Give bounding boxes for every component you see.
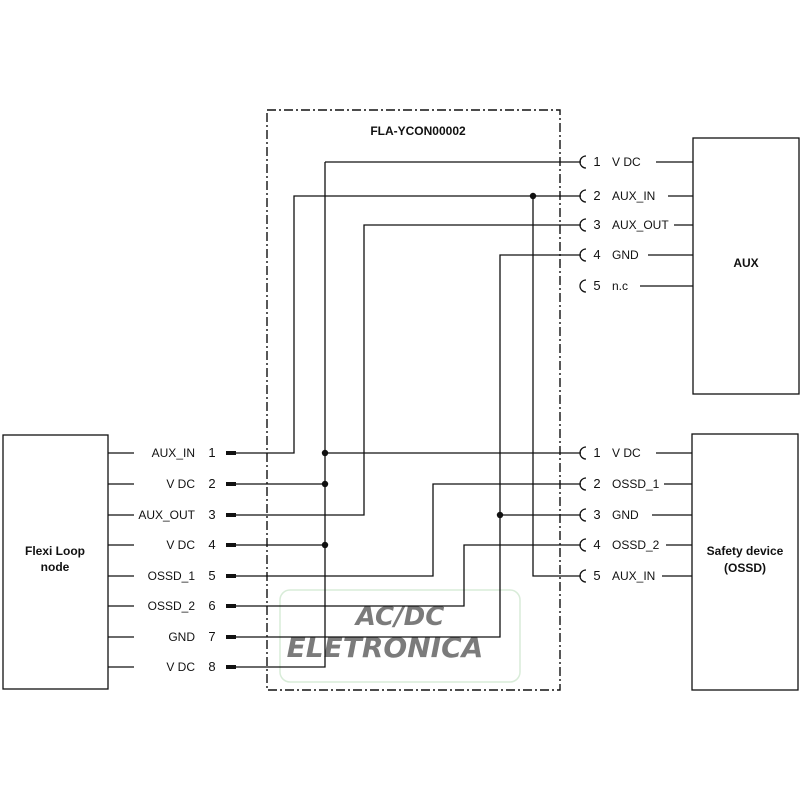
safety-pin-label: V DC xyxy=(612,446,641,460)
safety-connector: 1 2 3 4 5 V DC OSSD_1 GND OSSD_2 AUX_IN xyxy=(579,445,692,583)
flexi-pin-label: V DC xyxy=(166,660,195,674)
safety-pin-number: 4 xyxy=(593,537,600,552)
safety-pin-number: 2 xyxy=(593,476,600,491)
safety-pin-number: 3 xyxy=(593,507,600,522)
safety-pin-label: OSSD_1 xyxy=(612,477,660,491)
flexi-loop-label-1: Flexi Loop xyxy=(25,544,85,558)
safety-pin-label: GND xyxy=(612,508,639,522)
flexi-pin-number: 7 xyxy=(208,629,215,644)
aux-pin-label: GND xyxy=(612,248,639,262)
junction-dot xyxy=(321,541,329,549)
flexi-pin-number: 4 xyxy=(208,537,215,552)
flexi-plug xyxy=(226,482,236,486)
adapter-title: FLA-YCON00002 xyxy=(370,124,466,138)
junction-dot xyxy=(321,449,329,457)
wire-aux-in xyxy=(236,195,581,454)
wire-aux-out xyxy=(236,224,581,516)
flexi-pin-number: 3 xyxy=(208,507,215,522)
flexi-plug xyxy=(226,635,236,639)
flexi-plug xyxy=(226,513,236,517)
wire-ossd-2 xyxy=(236,544,581,607)
wire-ossd-1 xyxy=(236,483,581,577)
wire-aux-in-safety xyxy=(532,196,581,577)
safety-pin-label: OSSD_2 xyxy=(612,538,660,552)
aux-pin-label: AUX_IN xyxy=(612,189,655,203)
wire-gnd xyxy=(236,254,581,638)
watermark-frame xyxy=(279,589,521,683)
flexi-plug xyxy=(226,665,236,669)
flexi-pin-number: 5 xyxy=(208,568,215,583)
flexi-pin-label: AUX_OUT xyxy=(138,508,195,522)
safety-device-label-1: Safety device xyxy=(707,544,784,558)
safety-pin-label: AUX_IN xyxy=(612,569,655,583)
flexi-plug xyxy=(226,574,236,578)
aux-pin-number: 5 xyxy=(593,278,600,293)
watermark: AC/DC ELETRONICA xyxy=(279,589,521,683)
flexi-pin-number: 1 xyxy=(208,445,215,460)
aux-pin-number: 1 xyxy=(593,154,600,169)
aux-pin-label: V DC xyxy=(612,155,641,169)
junction-dot xyxy=(529,192,537,200)
flexi-pin-label: OSSD_1 xyxy=(148,569,196,583)
aux-block xyxy=(692,137,800,395)
watermark-line2: ELETRONICA xyxy=(287,631,484,664)
flexi-plug xyxy=(226,543,236,547)
flexi-pin-number: 6 xyxy=(208,598,215,613)
aux-pin-label: n.c xyxy=(612,279,628,293)
flexi-pin-label: V DC xyxy=(166,477,195,491)
flexi-pin-label: V DC xyxy=(166,538,195,552)
adapter-enclosure xyxy=(266,109,561,691)
flexi-plug xyxy=(226,451,236,455)
flexi-loop-label-2: node xyxy=(41,560,70,574)
aux-socket xyxy=(579,279,587,293)
flexi-plug xyxy=(226,604,236,608)
aux-block-label: AUX xyxy=(733,256,758,270)
aux-pin-label: AUX_OUT xyxy=(612,218,669,232)
safety-device-block xyxy=(691,433,799,691)
flexi-pin-label: OSSD_2 xyxy=(148,599,196,613)
aux-pin-number: 2 xyxy=(593,188,600,203)
flexi-pin-number: 2 xyxy=(208,476,215,491)
flexi-pins: AUX_IN V DC AUX_OUT V DC OSSD_1 OSSD_2 G… xyxy=(108,445,236,674)
flexi-pin-number: 8 xyxy=(208,659,215,674)
flexi-pin-label: AUX_IN xyxy=(152,446,195,460)
flexi-pin-label: GND xyxy=(168,630,195,644)
aux-pin-number: 3 xyxy=(593,217,600,232)
junction-dot xyxy=(321,480,329,488)
wire-vdc-bus xyxy=(236,162,326,668)
aux-connector: 1 2 3 4 5 V DC AUX_IN AUX_OUT GND n.c xyxy=(579,154,693,293)
internal-wiring xyxy=(236,161,581,668)
safety-device-label-2: (OSSD) xyxy=(724,561,766,575)
safety-pin-number: 5 xyxy=(593,568,600,583)
flexi-loop-block xyxy=(2,434,109,690)
junction-dot xyxy=(496,511,504,519)
aux-pin-number: 4 xyxy=(593,247,600,262)
watermark-line1: AC/DC xyxy=(354,602,445,632)
safety-pin-number: 1 xyxy=(593,445,600,460)
